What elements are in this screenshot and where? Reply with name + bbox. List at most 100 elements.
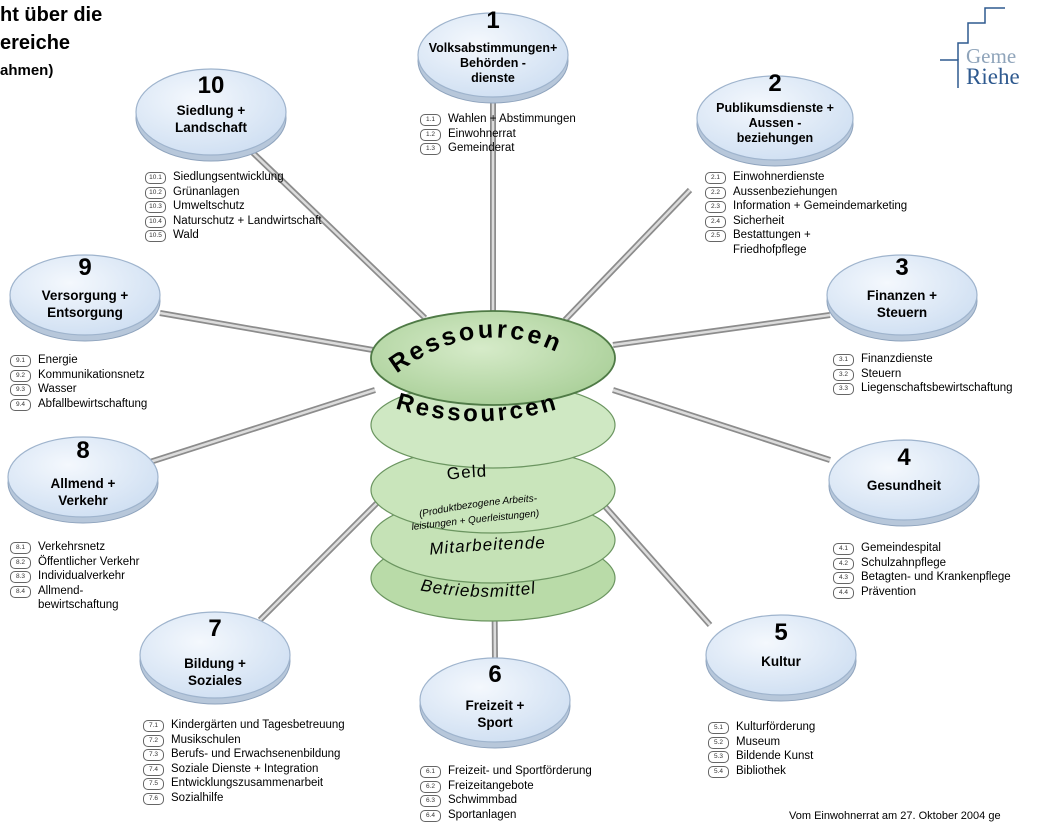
- item-label: Freizeit- und Sportförderung: [448, 765, 592, 777]
- area-title-2-line3: beziehungen: [737, 131, 813, 145]
- item-label: Individualverkehr: [38, 570, 125, 582]
- area-number-3: 3: [895, 254, 908, 281]
- item-code-badge: 2.2: [705, 186, 726, 199]
- item-label: Energie: [38, 354, 78, 366]
- area-number-8: 8: [76, 437, 89, 464]
- item-label: Aussenbeziehungen: [733, 185, 838, 198]
- spoke-highlight-8: [149, 388, 376, 464]
- area-node-disc-8: [7, 436, 159, 518]
- page-title-line2: ereiche: [0, 32, 71, 54]
- area-title-1-line2: Behörden -: [460, 56, 526, 70]
- item-label: Bildende Kunst: [736, 750, 814, 762]
- item-label: Soziale Dienste + Integration: [171, 762, 319, 775]
- item-label: Musikschulen: [171, 733, 241, 746]
- area-number-9: 9: [78, 254, 91, 281]
- list-item: 9.1 Energie: [10, 353, 147, 368]
- logo-text-line1: Geme: [966, 44, 1017, 68]
- item-label: Wahlen + Abstimmungen: [448, 113, 576, 125]
- item-label: Kulturförderung: [736, 721, 816, 733]
- item-code-badge: 8.2: [10, 556, 31, 569]
- area-node-disc-5: [705, 614, 857, 696]
- item-label: Wald: [173, 229, 199, 241]
- resource-stack: Ressourcen Ressourcen Geld (Produktbezog…: [370, 310, 616, 622]
- item-code-badge: 7.1: [143, 720, 164, 732]
- item-code-badge: 5.2: [708, 736, 729, 749]
- area-title-10-line1: Siedlung +: [177, 103, 246, 118]
- area-title-6-line2: Sport: [477, 715, 513, 730]
- item-label: Bestattungen + Friedhofpflege: [733, 229, 811, 256]
- spoke-highlight-4: [612, 388, 831, 462]
- list-item: 10.5 Wald: [145, 228, 322, 243]
- item-code-badge: 8.1: [10, 542, 31, 554]
- area-node-disc-10: [135, 68, 287, 156]
- list-item: 4.4 Prävention: [833, 585, 1011, 600]
- item-code-badge: 9.1: [10, 355, 31, 367]
- item-code-badge: 10.5: [145, 230, 166, 242]
- area-title-7-line2: Soziales: [188, 673, 242, 688]
- item-label: Bibliothek: [736, 764, 786, 777]
- item-label: Prävention: [861, 585, 916, 598]
- item-label: Berufs- und Erwachsenenbildung: [171, 748, 341, 760]
- item-label: Entwicklungszusammenarbeit: [171, 777, 324, 789]
- item-code-badge: 7.5: [143, 778, 164, 790]
- item-code-badge: 10.4: [145, 215, 166, 228]
- item-label: Sportanlagen: [448, 808, 517, 821]
- spoke-highlight-2: [564, 189, 691, 321]
- item-label: Schwimmbad: [448, 794, 518, 806]
- item-code-badge: 7.6: [143, 792, 164, 805]
- item-label: Finanzdienste: [861, 353, 933, 365]
- area-title-3-line2: Steuern: [877, 305, 927, 320]
- item-label: Naturschutz + Landwirtschaft: [173, 214, 322, 227]
- area-number-4: 4: [897, 444, 911, 471]
- item-code-badge: 6.4: [420, 809, 441, 822]
- item-code-badge: 8.4: [10, 585, 31, 598]
- area-node-disc-3: [826, 254, 978, 336]
- area-node-disc-1: [417, 12, 569, 98]
- item-label: Grünanlagen: [173, 185, 240, 198]
- item-code-badge: 4.4: [833, 586, 854, 599]
- item-code-badge: 5.4: [708, 765, 729, 778]
- item-label: Abfallbewirtschaftung: [38, 397, 148, 410]
- item-code-badge: 3.1: [833, 354, 854, 366]
- area-title-6-line1: Freizeit +: [466, 698, 525, 713]
- area-title-2-line1: Publikumsdienste +: [716, 101, 834, 115]
- area-node-disc-4: [828, 439, 980, 521]
- item-label: Sozialhilfe: [171, 791, 224, 804]
- item-code-badge: 10.2: [145, 186, 166, 199]
- area-node-disc-7: [139, 611, 291, 699]
